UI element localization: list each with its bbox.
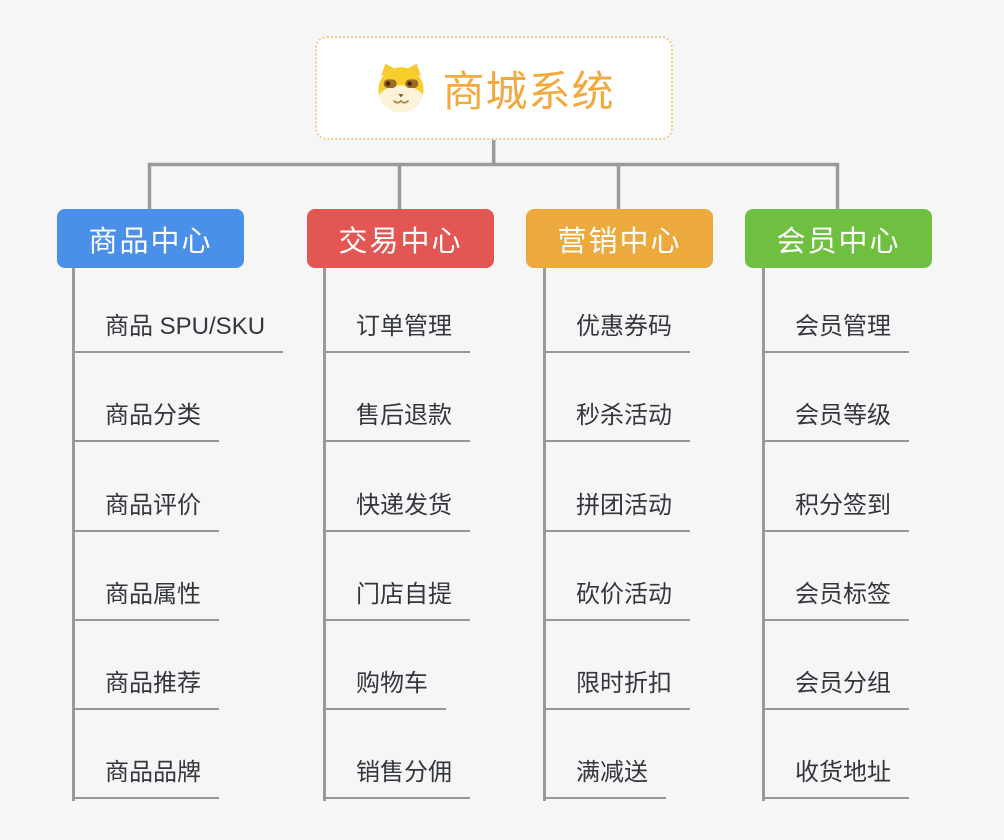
leaf-node[interactable]: 秒杀活动 xyxy=(543,400,690,442)
dog-icon xyxy=(378,63,425,113)
branch-spine-line xyxy=(323,268,326,801)
leaf-node[interactable]: 会员等级 xyxy=(762,400,909,442)
leaf-node[interactable]: 拼团活动 xyxy=(543,490,690,532)
branch-spine-line xyxy=(762,268,765,801)
leaf-node[interactable]: 砍价活动 xyxy=(543,579,690,621)
leaf-node[interactable]: 商品分类 xyxy=(72,400,219,442)
leaf-node[interactable]: 收货地址 xyxy=(762,757,909,799)
branch-node-members[interactable]: 会员中心 xyxy=(745,209,932,268)
root-node[interactable]: 商城系统 xyxy=(315,36,673,140)
leaf-node[interactable]: 满减送 xyxy=(543,757,666,799)
leaf-node[interactable]: 商品 SPU/SKU xyxy=(72,311,284,353)
branch-node-trade[interactable]: 交易中心 xyxy=(307,209,494,268)
leaf-node[interactable]: 门店自提 xyxy=(323,579,470,621)
branch-spine-line xyxy=(543,268,546,801)
leaf-node[interactable]: 限时折扣 xyxy=(543,668,690,710)
leaf-node[interactable]: 积分签到 xyxy=(762,490,909,532)
leaf-node[interactable]: 会员分组 xyxy=(762,668,909,710)
leaf-node[interactable]: 商品品牌 xyxy=(72,757,219,799)
leaf-node[interactable]: 购物车 xyxy=(323,668,446,710)
leaf-node[interactable]: 会员标签 xyxy=(762,579,909,621)
leaf-node[interactable]: 销售分佣 xyxy=(323,757,470,799)
branch-spine-line xyxy=(72,268,75,801)
leaf-node[interactable]: 商品推荐 xyxy=(72,668,219,710)
branch-node-products[interactable]: 商品中心 xyxy=(57,209,244,268)
leaf-node[interactable]: 商品评价 xyxy=(72,490,219,532)
leaf-node[interactable]: 优惠券码 xyxy=(543,311,690,353)
leaf-node[interactable]: 会员管理 xyxy=(762,311,909,353)
leaf-node[interactable]: 商品属性 xyxy=(72,579,219,621)
branch-node-marketing[interactable]: 营销中心 xyxy=(526,209,713,268)
leaf-node[interactable]: 快递发货 xyxy=(323,490,470,532)
leaf-node[interactable]: 售后退款 xyxy=(323,400,470,442)
root-title: 商城系统 xyxy=(442,67,615,115)
leaf-node[interactable]: 订单管理 xyxy=(323,311,470,353)
